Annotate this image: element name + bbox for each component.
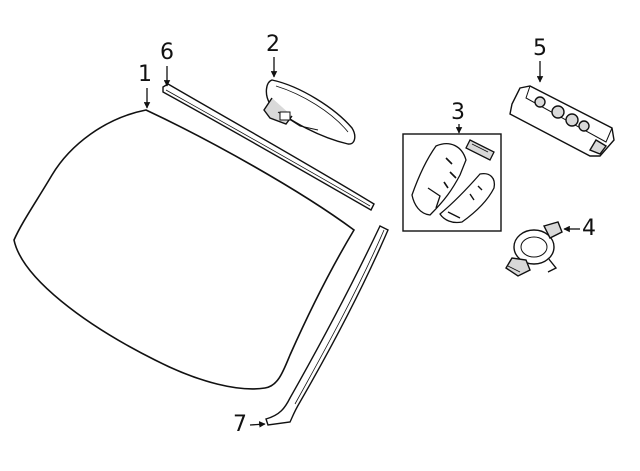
sensor-cover-pieces	[411, 139, 496, 224]
cover-kit-box	[402, 133, 502, 232]
callout-6: 6	[160, 40, 174, 65]
leader-arrows	[143, 57, 580, 428]
windshield-glass	[13, 109, 356, 390]
callout-4: 4	[582, 216, 596, 241]
callout-5: 5	[533, 36, 547, 61]
rear-view-mirror	[263, 79, 356, 145]
side-pillar-molding	[265, 225, 389, 426]
sensor-bracket	[509, 85, 615, 157]
callout-2: 2	[266, 32, 280, 57]
rain-sensor	[505, 221, 563, 277]
callout-3: 3	[451, 100, 465, 125]
callout-1: 1	[138, 62, 152, 87]
callout-7: 7	[233, 412, 247, 437]
roof-molding-strip	[162, 83, 375, 211]
